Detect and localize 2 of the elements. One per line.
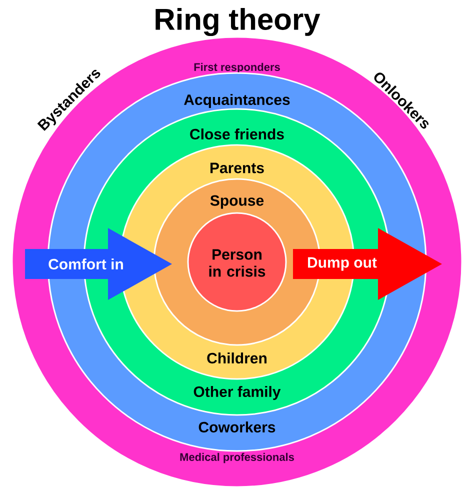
title: Ring theory [156,8,320,36]
ring: Person in crisis [187,212,287,312]
